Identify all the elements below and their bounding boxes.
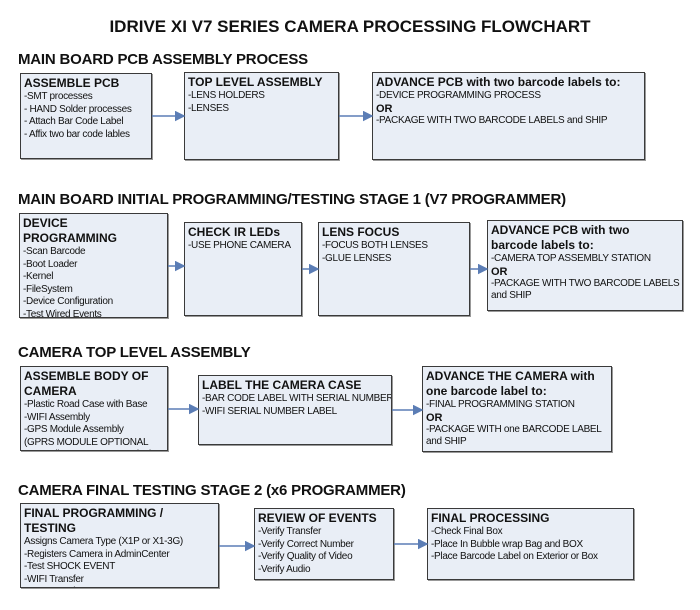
process-step: -FINAL PROGRAMMING STATION (426, 399, 575, 410)
process-step: -FOCUS BOTH LENSES (322, 240, 428, 251)
process-step: -WIFI SERIAL NUMBER LABEL (202, 405, 337, 417)
process-step: -Registers Camera in AdminCenter (24, 548, 170, 560)
process-step: -WIFI Transfer (24, 573, 84, 585)
process-box-title: ASSEMBLE BODY OF CAMERA (24, 369, 149, 398)
process-box-title: ASSEMBLE PCB (24, 76, 120, 90)
process-step: -USE PHONE CAMERA (188, 240, 291, 251)
process-step: -Verify Transfer (258, 526, 321, 537)
process-step: -WIFI Assembly (24, 411, 90, 423)
process-step: -PACKAGE WITH one BARCODE LABEL (426, 423, 602, 435)
process-box-title: DEVICE PROGRAMMING (23, 216, 117, 245)
process-box: CHECK IR LEDs-USE PHONE CAMERA (184, 222, 302, 316)
process-step: -Verify Quality of Video (258, 551, 353, 562)
process-step: Depending on camera version) (24, 449, 164, 450)
process-step: -BAR CODE LABEL WITH SERIAL NUMBER (202, 393, 392, 404)
process-step: - Attach Bar Code Label (24, 116, 124, 127)
process-step: -PACKAGE WITH TWO BARCODE LABELS (491, 277, 680, 289)
process-step: -Device Configuration (23, 296, 113, 307)
process-step: -LENSES (188, 102, 229, 114)
process-step: -Boot Loader (23, 258, 78, 270)
process-box: ADVANCE THE CAMERA with one barcode labe… (422, 366, 612, 452)
process-step: - HAND Solder processes (24, 103, 132, 115)
process-box: ASSEMBLE PCB -SMT processes- HAND Solder… (20, 73, 152, 159)
section-heading: CAMERA FINAL TESTING STAGE 2 (x6 PROGRAM… (18, 482, 406, 499)
process-step: -DEVICE PROGRAMMING PROCESS (376, 90, 541, 101)
process-step: -Plastic Road Case with Base (24, 399, 148, 410)
process-box-title: LABEL THE CAMERA CASE (202, 378, 362, 392)
process-step: (GPRS MODULE OPTIONAL (24, 436, 149, 448)
process-box: DEVICE PROGRAMMING-Scan Barcode-Boot Loa… (19, 213, 168, 318)
process-box: LENS FOCUS-FOCUS BOTH LENSES-GLUE LENSES (318, 222, 470, 316)
process-step: -PACKAGE WITH TWO BARCODE LABELS and SHI… (376, 114, 608, 126)
section-heading: MAIN BOARD PCB ASSEMBLY PROCESS (18, 51, 308, 68)
process-box-title: ADVANCE PCB with two barcode labels to: (491, 223, 630, 252)
process-step: and SHIP (426, 436, 467, 447)
process-step: -LENS HOLDERS (188, 90, 265, 101)
process-box-title: TOP LEVEL ASSEMBLY (188, 75, 323, 89)
process-step: -Check Final Box (431, 526, 503, 537)
process-box: REVIEW OF EVENTS-Verify Transfer-Verify … (254, 508, 394, 580)
process-box-title: FINAL PROGRAMMING / TESTING (24, 506, 164, 535)
process-box: ADVANCE PCB with two barcode labels to:-… (487, 220, 683, 311)
process-step: -Test Wired Events (23, 308, 102, 318)
process-box-title: ADVANCE THE CAMERA with one barcode labe… (426, 369, 595, 398)
page-title: IDRIVE XI V7 SERIES CAMERA PROCESSING FL… (109, 17, 591, 36)
process-step: -SMT processes (24, 91, 93, 102)
or-label: OR (426, 411, 443, 424)
process-box-title: ADVANCE PCB with two barcode labels to: (376, 75, 621, 89)
process-step: -Test SHOCK EVENT (24, 561, 116, 572)
process-box: LABEL THE CAMERA CASE-BAR CODE LABEL WIT… (198, 375, 392, 445)
process-step: -GPS Function (24, 586, 215, 587)
process-step: -Scan Barcode (23, 246, 86, 257)
process-step: -Place In Bubble wrap Bag and BOX (431, 538, 583, 550)
process-step: -Verify Audio (258, 563, 311, 575)
process-step: - Affix two bar code lables (24, 128, 130, 140)
or-label: OR (491, 265, 508, 278)
process-step: -Place Barcode Label on Exterior or Box (431, 551, 598, 562)
process-box-title: LENS FOCUS (322, 225, 400, 239)
process-step: -GLUE LENSES (322, 252, 392, 264)
process-box: TOP LEVEL ASSEMBLY-LENS HOLDERS-LENSES (184, 72, 339, 160)
process-box-title: REVIEW OF EVENTS (258, 511, 377, 525)
section-heading: CAMERA TOP LEVEL ASSEMBLY (18, 344, 251, 361)
process-step: -CAMERA TOP ASSEMBLY STATION (491, 253, 651, 264)
process-box-title: CHECK IR LEDs (188, 225, 281, 239)
process-step: and SHIP (491, 290, 532, 301)
section-heading: MAIN BOARD INITIAL PROGRAMMING/TESTING S… (18, 191, 566, 208)
process-box: ASSEMBLE BODY OF CAMERA-Plastic Road Cas… (20, 366, 168, 451)
process-step: -FileSystem (23, 283, 73, 295)
process-box: ADVANCE PCB with two barcode labels to:-… (372, 72, 645, 160)
process-step: -Kernel (23, 271, 54, 282)
process-step: -Verify Correct Number (258, 538, 354, 550)
process-box-title: FINAL PROCESSING (431, 511, 550, 525)
process-step: -GPS Module Assembly (24, 424, 124, 435)
process-box: FINAL PROCESSING -Check Final Box-Place … (427, 508, 634, 580)
or-label: OR (376, 102, 393, 115)
process-step: Assigns Camera Type (X1P or X1-3G) (24, 536, 183, 547)
